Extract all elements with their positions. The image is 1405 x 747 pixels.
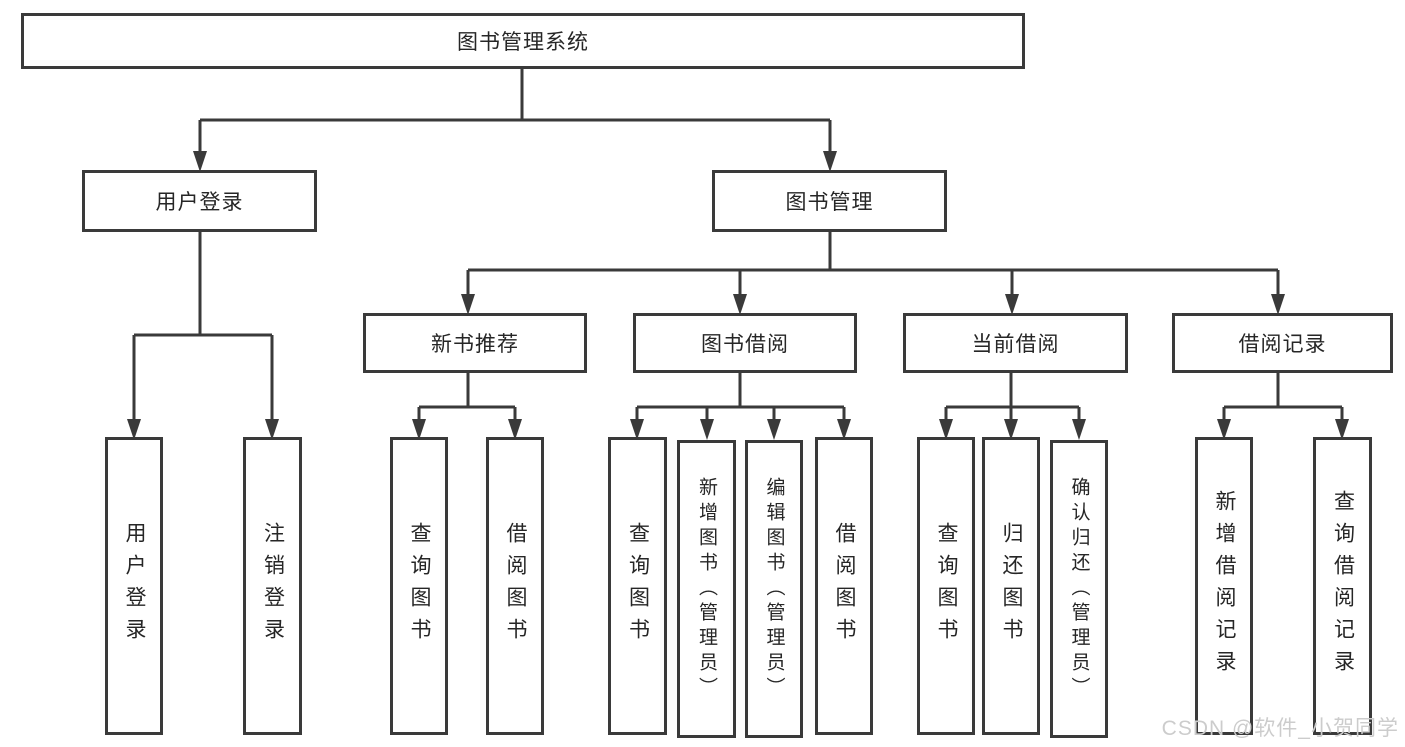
leaf-bb-query-books: 查询图书: [608, 437, 667, 735]
node-book-borrowing: 图书借阅: [633, 313, 857, 373]
node-user-login: 用户登录: [82, 170, 317, 232]
node-label: 注销登录: [261, 522, 285, 650]
node-label: 新书推荐: [431, 333, 519, 356]
node-label: 借阅记录: [1238, 333, 1327, 356]
node-new-book-recommendation: 新书推荐: [363, 313, 587, 373]
node-borrowing-records: 借阅记录: [1172, 313, 1393, 373]
leaf-nb-borrow-books: 借阅图书: [486, 437, 544, 735]
node-label: 新增借阅记录: [1213, 490, 1236, 682]
node-label: 新增图书（管理员）: [696, 476, 717, 702]
node-library-management-system: 图书管理系统: [21, 13, 1025, 69]
leaf-bb-borrow-books: 借阅图书: [815, 437, 873, 735]
node-label: 当前借阅: [971, 333, 1060, 356]
node-book-management: 图书管理: [712, 170, 947, 232]
node-label: 图书借阅: [701, 333, 789, 356]
node-label: 用户登录: [123, 522, 146, 650]
node-label: 编辑图书（管理员）: [763, 476, 785, 702]
leaf-cb-query-books: 查询图书: [917, 437, 975, 735]
leaf-bb-edit-books-admin: 编辑图书（管理员）: [745, 440, 803, 738]
leaf-br-query-record: 查询借阅记录: [1313, 437, 1372, 735]
node-label: 图书管理系统: [457, 31, 589, 54]
leaf-bb-add-books-admin: 新增图书（管理员）: [677, 440, 736, 738]
leaf-logout: 注销登录: [243, 437, 302, 735]
node-label: 确认归还（管理员）: [1068, 476, 1090, 702]
node-label: 借阅图书: [833, 522, 856, 650]
node-label: 用户登录: [155, 191, 244, 214]
node-label: 查询图书: [626, 522, 650, 650]
node-label: 借阅图书: [504, 522, 527, 650]
leaf-cb-return-books: 归还图书: [982, 437, 1040, 735]
leaf-br-add-record: 新增借阅记录: [1195, 437, 1253, 735]
watermark: CSDN @软件_小贺同学: [1161, 717, 1399, 740]
node-label: 归还图书: [1000, 522, 1023, 650]
leaf-nb-query-books: 查询图书: [390, 437, 448, 735]
node-current-borrowing: 当前借阅: [903, 313, 1128, 373]
node-label: 查询图书: [408, 522, 431, 650]
node-label: 查询借阅记录: [1331, 490, 1355, 682]
leaf-user-login: 用户登录: [105, 437, 163, 735]
node-label: 查询图书: [935, 522, 958, 650]
leaf-cb-confirm-return-admin: 确认归还（管理员）: [1050, 440, 1108, 738]
node-label: 图书管理: [785, 191, 874, 214]
